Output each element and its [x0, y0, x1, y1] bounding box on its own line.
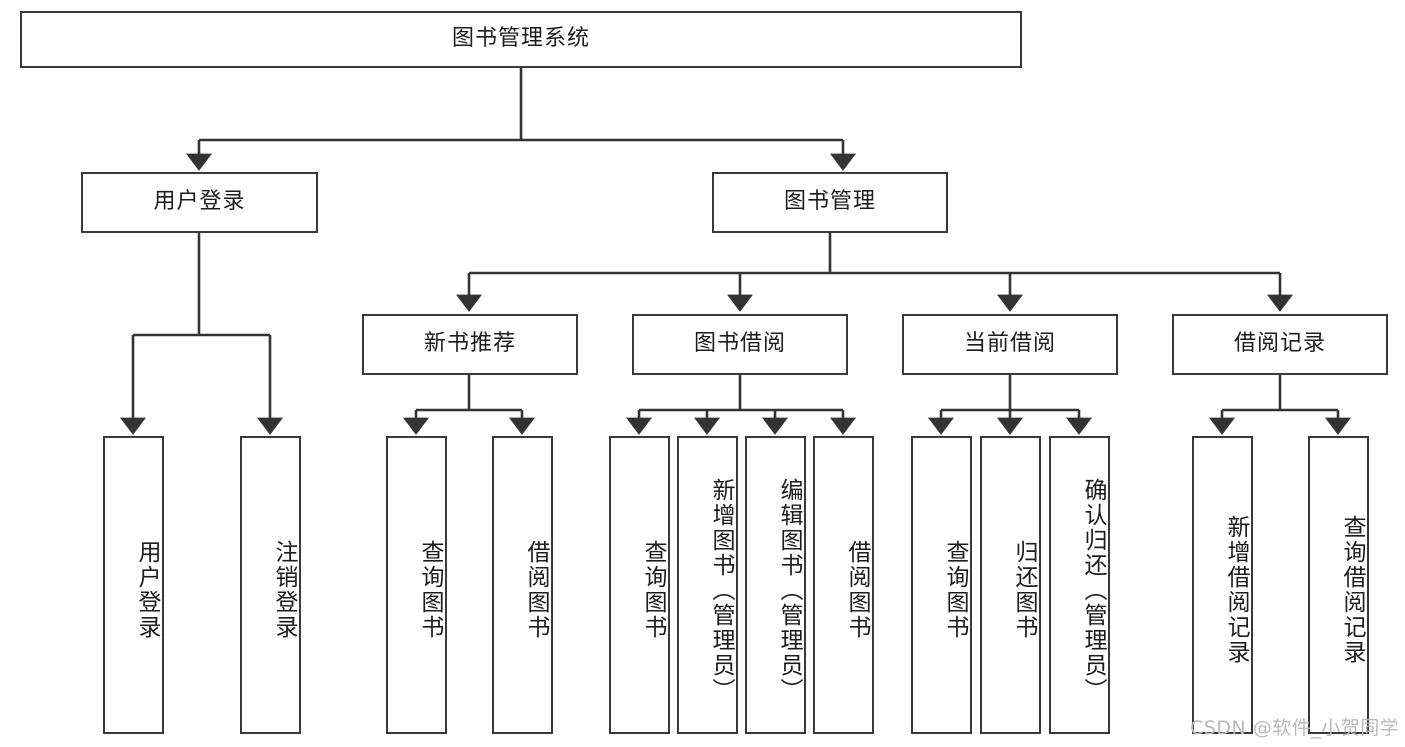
leaf-borrow-add-book-admin[interactable]: 新增图书（管理员）	[677, 436, 738, 734]
leaf-current-return-book[interactable]: 归还图书	[980, 436, 1041, 734]
node-label: 借阅记录	[1233, 331, 1326, 357]
node-borrow-record[interactable]: 借阅记录	[1172, 314, 1388, 375]
leaf-borrow-query-book[interactable]: 查询图书	[609, 436, 670, 734]
node-book-management[interactable]: 图书管理	[712, 172, 948, 233]
node-label: 图书管理系统	[451, 26, 590, 52]
node-new-book-recommend[interactable]: 新书推荐	[362, 314, 578, 375]
leaf-current-query-book[interactable]: 查询图书	[911, 436, 972, 734]
leaf-borrow-edit-book-admin[interactable]: 编辑图书（管理员）	[745, 436, 806, 734]
node-label: 借阅图书	[844, 540, 870, 640]
node-label: 图书管理	[783, 189, 876, 215]
node-label: 查询图书	[640, 540, 666, 640]
leaf-borrow-borrow-book[interactable]: 借阅图书	[813, 436, 874, 734]
node-label: 查询图书	[942, 540, 968, 640]
watermark: CSDN @软件_小贺同学	[1190, 717, 1400, 739]
node-label: 图书借阅	[693, 331, 786, 357]
node-label: 用户登录	[134, 540, 160, 640]
node-label: 编辑图书（管理员）	[776, 477, 802, 703]
node-label: 新增图书（管理员）	[708, 477, 734, 703]
node-user-login[interactable]: 用户登录	[81, 172, 318, 233]
node-label: 注销登录	[271, 540, 297, 640]
leaf-recommend-borrow-book[interactable]: 借阅图书	[492, 436, 553, 734]
leaf-user-logout[interactable]: 注销登录	[240, 436, 301, 734]
node-label: 确认归还（管理员）	[1080, 477, 1106, 703]
node-label: 借阅图书	[523, 540, 549, 640]
leaf-user-login[interactable]: 用户登录	[103, 436, 164, 734]
leaf-record-add-borrow-record[interactable]: 新增借阅记录	[1192, 436, 1253, 734]
node-current-borrow[interactable]: 当前借阅	[902, 314, 1118, 375]
leaf-record-query-borrow-record[interactable]: 查询借阅记录	[1308, 436, 1369, 734]
leaf-recommend-query-book[interactable]: 查询图书	[386, 436, 447, 734]
node-label: 新增借阅记录	[1223, 515, 1249, 665]
node-label: 归还图书	[1011, 540, 1037, 640]
leaf-current-confirm-return-admin[interactable]: 确认归还（管理员）	[1049, 436, 1110, 734]
node-root-book-management-system[interactable]: 图书管理系统	[20, 11, 1022, 68]
node-book-borrow[interactable]: 图书借阅	[632, 314, 848, 375]
node-label: 当前借阅	[963, 331, 1056, 357]
node-label: 查询图书	[417, 540, 443, 640]
node-label: 用户登录	[153, 189, 246, 215]
node-label: 新书推荐	[423, 331, 516, 357]
node-label: 查询借阅记录	[1339, 515, 1365, 665]
